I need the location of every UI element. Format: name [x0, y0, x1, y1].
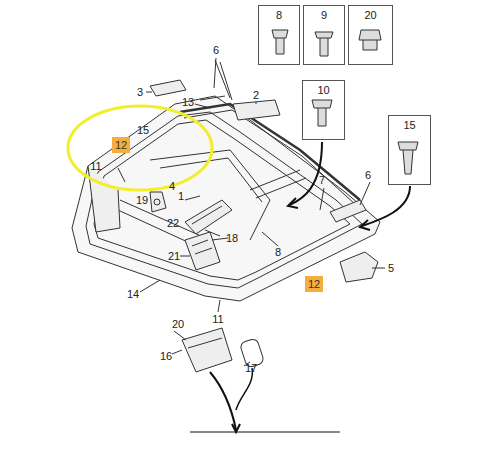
callout-number: 8: [274, 246, 282, 258]
callout-number: 20: [364, 9, 376, 21]
callout-number: 6: [212, 44, 220, 56]
highlight-tag: 12: [112, 137, 130, 153]
callout-number: 16: [159, 350, 173, 362]
callout-number: 3: [136, 86, 144, 98]
callout-number: 15: [403, 119, 415, 131]
callout-number: 21: [167, 250, 181, 262]
callout-number: 12: [115, 139, 127, 151]
callout-number: 1: [177, 190, 185, 202]
callout-number: 4: [168, 180, 176, 192]
callout-number: 11: [89, 160, 102, 172]
callout-number: 6: [364, 169, 372, 181]
callout-number: 11: [211, 313, 224, 325]
inset-box: 8: [258, 5, 300, 65]
callout-number: 10: [317, 84, 329, 96]
callout-number: 22: [166, 217, 180, 229]
callout-number: 9: [321, 9, 327, 21]
callout-number: 18: [225, 232, 239, 244]
callout-number: 15: [136, 124, 150, 136]
callout-number: 19: [135, 194, 149, 206]
callout-number: 20: [171, 318, 185, 330]
callout-number: 8: [276, 9, 282, 21]
inset-box: 15: [388, 115, 431, 185]
callout-number: 14: [126, 288, 140, 300]
highlight-tag: 12: [305, 276, 323, 292]
inset-box: 20: [348, 5, 393, 65]
inset-box: 10: [302, 80, 345, 140]
callout-number: 2: [252, 89, 260, 101]
inset-box: 9: [303, 5, 345, 65]
callout-number: 13: [181, 96, 195, 108]
callout-number: 17: [244, 362, 258, 374]
callout-number: 5: [387, 262, 395, 274]
callout-number: 12: [308, 278, 320, 290]
callout-number: 7: [318, 174, 326, 186]
